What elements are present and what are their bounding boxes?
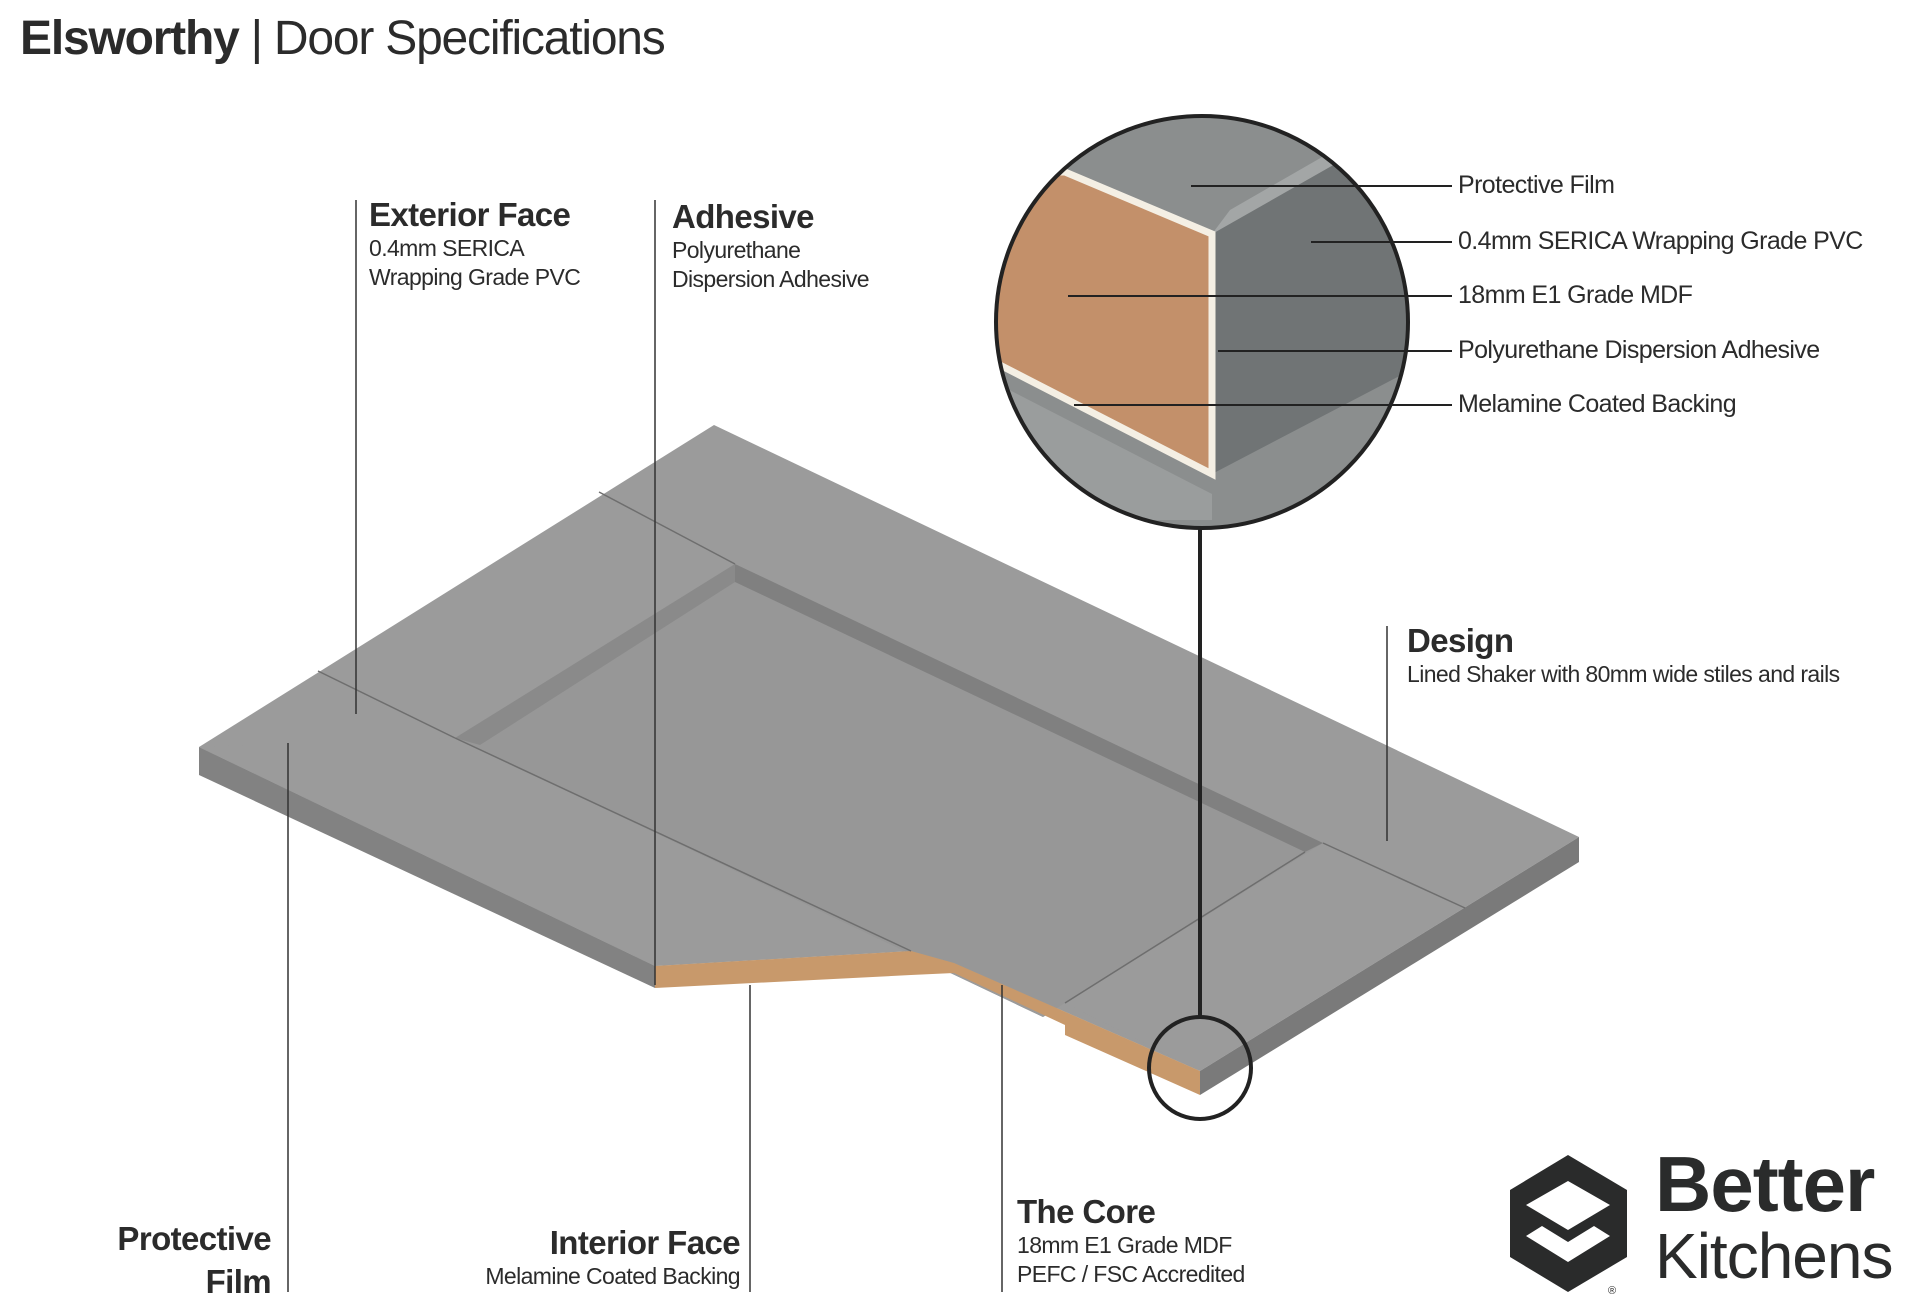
callout-text: 18mm E1 Grade MDF — [1017, 1232, 1232, 1258]
door-front-edge — [199, 747, 655, 988]
detail-label-adhesive: Polyurethane Dispersion Adhesive — [1458, 336, 1820, 364]
callout-adhesive: Adhesive Polyurethane Dispersion Adhesiv… — [672, 198, 870, 294]
callout-title: The Core — [1017, 1193, 1156, 1230]
brand-logo: Better Kitchens — [1655, 1140, 1893, 1292]
detail-label-protective-film: Protective Film — [1458, 171, 1615, 199]
callout-title: Film — [205, 1263, 272, 1300]
callout-protective-film: Protective Film — [117, 1217, 271, 1303]
callout-text: 0.4mm SERICA — [369, 235, 525, 261]
logo-line2: Kitchens — [1655, 1220, 1893, 1292]
title-separator: | — [250, 12, 264, 65]
zoom-detail — [996, 116, 1408, 528]
callout-text: Dispersion Adhesive — [672, 266, 870, 292]
callout-title: Protective — [117, 1220, 271, 1257]
detail-label-pvc: 0.4mm SERICA Wrapping Grade PVC — [1458, 227, 1863, 255]
mdf-cross-section — [655, 951, 1200, 1095]
callout-title: Design — [1407, 622, 1514, 659]
brand-name: Elsworthy — [20, 12, 240, 65]
door-top-surface-front — [199, 738, 1200, 1071]
page-title: Elsworthy|Door Specifications — [20, 10, 666, 68]
registered-mark: ® — [1608, 1285, 1616, 1297]
callout-text: Wrapping Grade PVC — [369, 264, 581, 290]
callout-title: Exterior Face — [369, 196, 571, 233]
detail-label-backing: Melamine Coated Backing — [1458, 390, 1737, 418]
callout-design: Design Lined Shaker with 80mm wide stile… — [1407, 622, 1840, 689]
detail-label-mdf: 18mm E1 Grade MDF — [1458, 281, 1693, 309]
callout-core: The Core 18mm E1 Grade MDF PEFC / FSC Ac… — [1017, 1193, 1245, 1289]
callout-text: Lined Shaker with 80mm wide stiles and r… — [1407, 661, 1840, 687]
recessed-panel — [455, 564, 1323, 1017]
callout-title: Adhesive — [672, 198, 815, 235]
door-3d — [199, 425, 1579, 1095]
callout-text: PEFC / FSC Accredited — [1017, 1261, 1245, 1287]
door-right-edge — [1200, 837, 1579, 1095]
callout-text: Melamine Coated Backing — [485, 1263, 740, 1289]
callout-text: Polyurethane — [672, 237, 801, 263]
logo-line1: Better — [1655, 1140, 1875, 1228]
callout-exterior-face: Exterior Face 0.4mm SERICA Wrapping Grad… — [369, 196, 581, 292]
panel-shadow-left — [455, 564, 735, 745]
layered-hexagon-icon — [1510, 1155, 1627, 1292]
callout-interior-face: Interior Face Melamine Coated Backing — [485, 1224, 740, 1291]
callout-title: Interior Face — [549, 1224, 741, 1261]
panel-shadow-top — [735, 564, 1323, 852]
title-text: Door Specifications — [273, 12, 666, 65]
